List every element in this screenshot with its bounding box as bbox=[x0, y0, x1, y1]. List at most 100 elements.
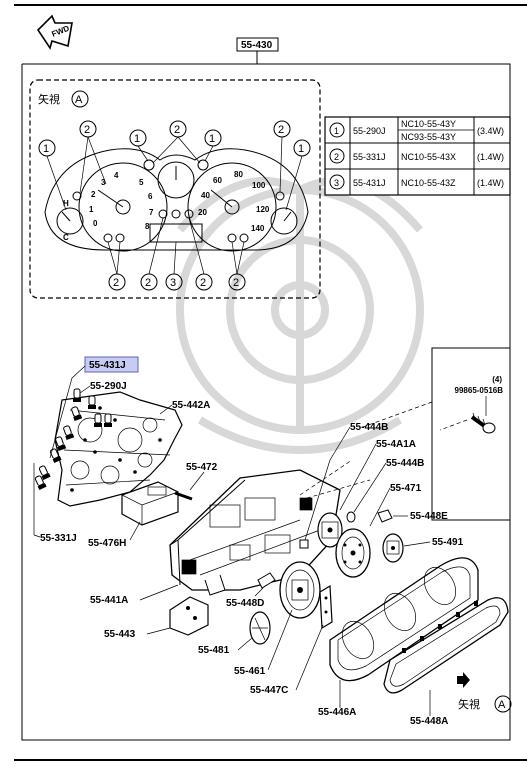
tach-tick-1: 1 bbox=[89, 205, 94, 214]
tach-tick-2: 2 bbox=[91, 190, 96, 199]
table-row-code: NC10-55-43Z bbox=[401, 178, 456, 188]
tach-tick-5: 5 bbox=[139, 178, 144, 187]
label-55-290J[interactable]: 55-290J bbox=[90, 381, 127, 392]
label-55-4A1A[interactable]: 55-4A1A bbox=[376, 439, 416, 450]
speed-tick-140: 140 bbox=[251, 224, 265, 233]
label-55-476H[interactable]: 55-476H bbox=[88, 538, 126, 549]
bulb-socket-icons bbox=[34, 388, 112, 491]
label-55-461[interactable]: 55-461 bbox=[234, 666, 266, 677]
label-55-444B-b[interactable]: 55-444B bbox=[386, 458, 424, 469]
label-55-446A[interactable]: 55-446A bbox=[318, 707, 356, 718]
label-55-441A[interactable]: 55-441A bbox=[90, 595, 128, 606]
table-row-watt: (1.4W) bbox=[477, 152, 504, 162]
label-55-444B-a[interactable]: 55-444B bbox=[350, 422, 388, 433]
tach-tick-6: 6 bbox=[148, 192, 153, 201]
lamp-socket bbox=[103, 233, 113, 243]
speedometer-461-part bbox=[279, 561, 321, 619]
pin-472-icon bbox=[174, 491, 193, 501]
speed-tick-60: 60 bbox=[213, 176, 222, 185]
speed-tick-100: 100 bbox=[252, 181, 266, 190]
plate-447c-part bbox=[319, 584, 333, 630]
label-55-448D[interactable]: 55-448D bbox=[226, 598, 264, 609]
speedometer-dial bbox=[187, 162, 277, 252]
circuit-board-part bbox=[54, 391, 183, 507]
table-row-watt: (1.4W) bbox=[477, 178, 504, 188]
tachometer-dial bbox=[78, 162, 168, 252]
gauge-4a1a-part bbox=[317, 512, 343, 548]
watermark-crest bbox=[176, 177, 424, 454]
highlight-431j bbox=[84, 356, 139, 373]
tachometer-471-part bbox=[335, 528, 371, 578]
callout-2: 2 bbox=[233, 277, 239, 289]
part-448e-icon bbox=[377, 509, 393, 523]
lamp-socket bbox=[158, 209, 168, 219]
callout-3: 3 bbox=[170, 277, 176, 289]
table-row-code: NC10-55-43Y bbox=[401, 119, 456, 129]
lamp-socket bbox=[171, 209, 181, 219]
lamp-socket bbox=[227, 233, 237, 243]
screw-callout: (4) 99865-0516B bbox=[359, 347, 511, 521]
bulb-table: 1 55-290J NC10-55-43Y NC93-55-43Y (3.4W)… bbox=[324, 116, 511, 196]
label-55-431J[interactable]: 55-431J bbox=[89, 360, 126, 371]
callout-2: 2 bbox=[84, 124, 90, 136]
speed-tick-80: 80 bbox=[234, 170, 243, 179]
lamp-socket bbox=[115, 233, 125, 243]
table-row-part: 55-331J bbox=[353, 152, 386, 162]
housing-441a-part bbox=[169, 469, 341, 596]
module-476h-part: 55-476H bbox=[88, 481, 179, 549]
tach-tick-8: 8 bbox=[145, 222, 150, 231]
table-row-code: NC93-55-43Y bbox=[401, 132, 456, 142]
temp-hot-mark: H bbox=[63, 199, 69, 208]
lamp-socket bbox=[72, 191, 82, 201]
label-55-448A[interactable]: 55-448A bbox=[410, 716, 448, 727]
part-444b-icon bbox=[299, 539, 309, 549]
table-row-part: 55-431J bbox=[353, 178, 386, 188]
detail-view-box bbox=[29, 79, 321, 299]
right-small-gauge bbox=[270, 207, 298, 235]
detail-view-label: 矢視 bbox=[38, 92, 60, 106]
gauge-491-part bbox=[382, 533, 404, 563]
label-55-491[interactable]: 55-491 bbox=[432, 537, 464, 548]
callout-1: 1 bbox=[43, 143, 49, 155]
view-arrow-icon bbox=[457, 672, 470, 688]
lamp-socket bbox=[197, 159, 209, 171]
tach-tick-7: 7 bbox=[149, 208, 154, 217]
speed-tick-40: 40 bbox=[201, 191, 210, 200]
detail-view-letter: A bbox=[75, 94, 83, 106]
label-55-471[interactable]: 55-471 bbox=[390, 483, 422, 494]
main-part-label: 55-430 bbox=[241, 40, 273, 51]
lamp-socket bbox=[239, 233, 249, 243]
callout-2: 2 bbox=[200, 277, 206, 289]
screw-icon bbox=[470, 412, 496, 434]
part-448d-icon bbox=[257, 572, 276, 589]
label-55-443[interactable]: 55-443 bbox=[104, 629, 136, 640]
table-row-watt: (3.4W) bbox=[477, 126, 504, 136]
part-444b-small-icon bbox=[346, 511, 356, 523]
tach-tick-4: 4 bbox=[114, 171, 119, 180]
temp-cold-mark: C bbox=[63, 233, 69, 242]
center-gauge bbox=[157, 161, 195, 199]
label-55-447C[interactable]: 55-447C bbox=[250, 685, 288, 696]
tach-tick-3: 3 bbox=[101, 178, 106, 187]
speed-tick-20: 20 bbox=[198, 208, 207, 217]
speed-tick-120: 120 bbox=[256, 205, 270, 214]
cluster-front-view: 0 1 2 3 4 5 6 7 8 20 40 60 80 100 120 14… bbox=[44, 148, 309, 252]
tach-tick-0: 0 bbox=[93, 219, 98, 228]
detail-callouts: 1 2 1 2 1 2 1 2 2 3 2 2 bbox=[38, 120, 311, 291]
view-arrow-letter: A bbox=[498, 699, 506, 711]
fwd-arrow-icon: FWD bbox=[36, 14, 73, 50]
gauge-481-part bbox=[249, 611, 271, 645]
label-55-442A[interactable]: 55-442A bbox=[172, 400, 210, 411]
label-55-448E[interactable]: 55-448E bbox=[410, 511, 448, 522]
label-55-472[interactable]: 55-472 bbox=[186, 462, 218, 473]
label-55-481[interactable]: 55-481 bbox=[198, 645, 230, 656]
callout-1: 1 bbox=[209, 133, 215, 145]
callout-2: 2 bbox=[278, 124, 284, 136]
screw-qty: (4) bbox=[492, 375, 502, 384]
table-row-index: 1 bbox=[334, 126, 339, 136]
view-arrow-label: 矢視 bbox=[458, 697, 480, 711]
callout-2: 2 bbox=[145, 277, 151, 289]
callout-1: 1 bbox=[298, 143, 304, 155]
screw-part-label: 99865-0516B bbox=[455, 386, 504, 395]
label-55-331J[interactable]: 55-331J bbox=[40, 533, 77, 544]
